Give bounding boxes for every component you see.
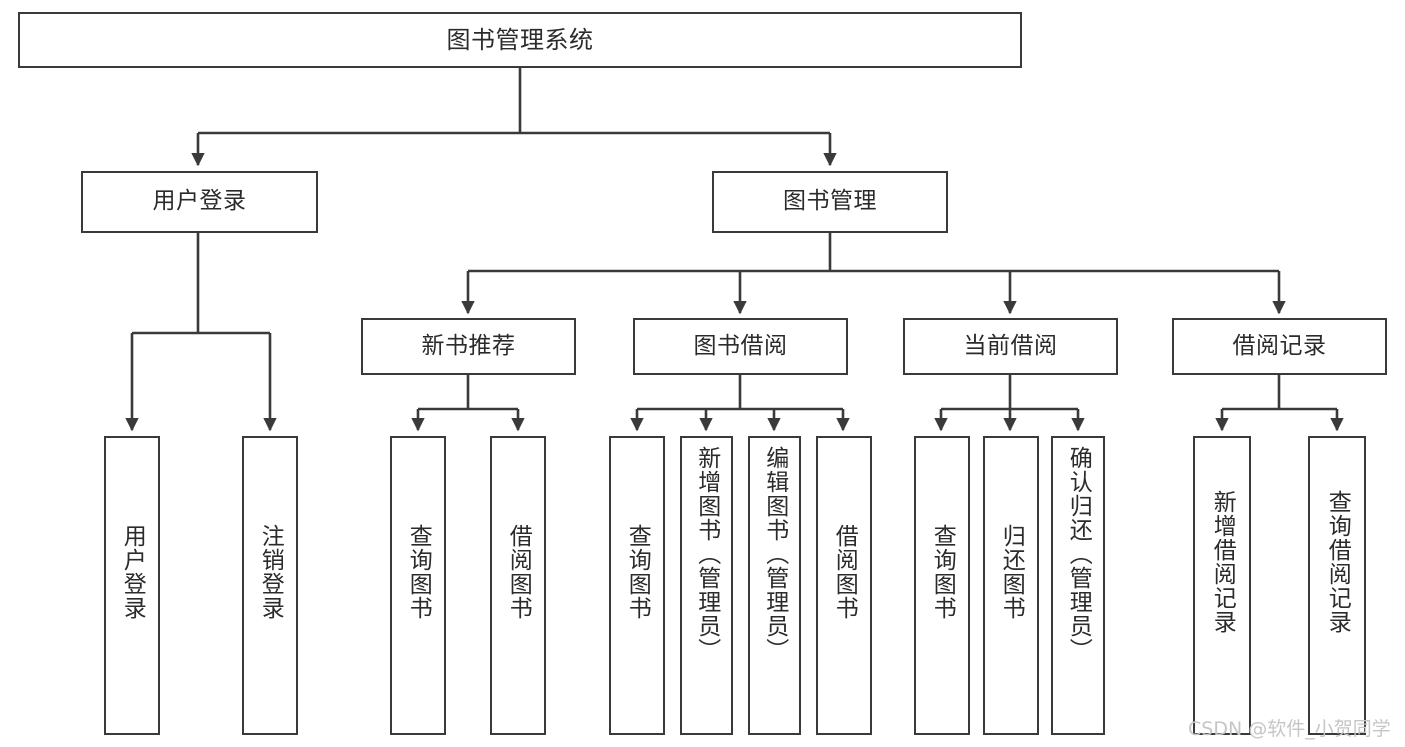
leaf-book-borrow-add[interactable]: 新增图书（管理员） — [680, 436, 733, 735]
node-label: 归还图书 — [998, 524, 1025, 620]
node-label: 新增图书（管理员） — [693, 446, 720, 662]
leaf-borrow-record-add[interactable]: 新增借阅记录 — [1193, 436, 1251, 735]
node-label: 查询图书 — [929, 524, 956, 620]
leaf-current-borrow-confirm-return[interactable]: 确认归还（管理员） — [1051, 436, 1105, 735]
node-label: 查询借阅记录 — [1324, 490, 1351, 634]
node-book-borrow[interactable]: 图书借阅 — [633, 318, 848, 375]
node-label: 用户登录 — [119, 524, 146, 620]
node-current-borrow[interactable]: 当前借阅 — [903, 318, 1118, 375]
leaf-new-book-borrow[interactable]: 借阅图书 — [490, 436, 546, 735]
node-label: 用户登录 — [152, 188, 247, 215]
leaf-user-login-signout[interactable]: 注销登录 — [242, 436, 298, 735]
node-label: 借阅图书 — [831, 524, 858, 620]
node-label: 新书推荐 — [421, 332, 516, 359]
leaf-user-login-signin[interactable]: 用户登录 — [104, 436, 160, 735]
leaf-current-borrow-query[interactable]: 查询图书 — [914, 436, 970, 735]
leaf-book-borrow-lend[interactable]: 借阅图书 — [816, 436, 872, 735]
leaf-borrow-record-query[interactable]: 查询借阅记录 — [1308, 436, 1366, 735]
node-label: 查询图书 — [405, 524, 432, 620]
leaf-new-book-query[interactable]: 查询图书 — [390, 436, 446, 735]
node-label: 借阅图书 — [505, 524, 532, 620]
leaf-book-borrow-edit[interactable]: 编辑图书（管理员） — [748, 436, 801, 735]
node-label: 当前借阅 — [963, 332, 1058, 359]
node-new-book-recommend[interactable]: 新书推荐 — [361, 318, 576, 375]
leaf-current-borrow-return[interactable]: 归还图书 — [983, 436, 1039, 735]
csdn-watermark: CSDN @软件_小贺同学 — [1188, 718, 1391, 740]
node-label: 编辑图书（管理员） — [761, 446, 788, 662]
node-root-system[interactable]: 图书管理系统 — [18, 12, 1022, 68]
node-label: 注销登录 — [257, 524, 284, 620]
node-user-login[interactable]: 用户登录 — [81, 171, 318, 233]
node-book-management[interactable]: 图书管理 — [712, 171, 948, 233]
node-label: 图书管理系统 — [446, 25, 594, 54]
node-label: 图书借阅 — [693, 332, 788, 359]
node-label: 借阅记录 — [1232, 332, 1327, 359]
node-label: 查询图书 — [624, 524, 651, 620]
node-label: 新增借阅记录 — [1209, 490, 1236, 634]
leaf-book-borrow-query[interactable]: 查询图书 — [609, 436, 665, 735]
node-label: 确认归还（管理员） — [1065, 446, 1092, 662]
node-borrow-record[interactable]: 借阅记录 — [1172, 318, 1387, 375]
node-label: 图书管理 — [783, 188, 877, 215]
